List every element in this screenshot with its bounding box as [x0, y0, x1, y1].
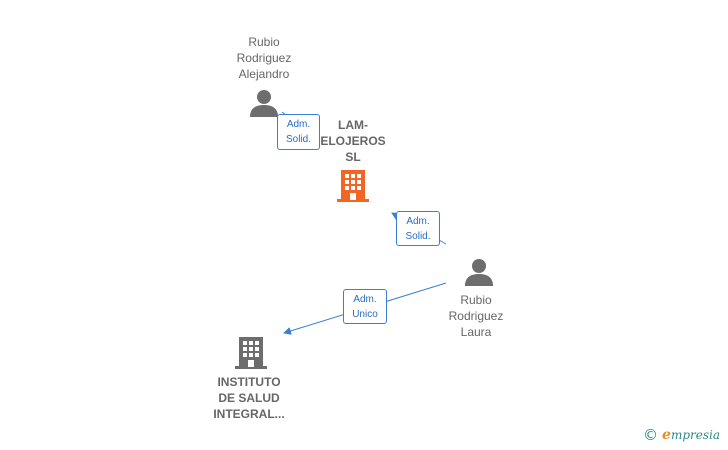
- edge-label-laura-lam[interactable]: Adm. Solid.: [396, 211, 440, 246]
- empresia-watermark: © empresia: [643, 426, 720, 444]
- node-label-alejandro[interactable]: Rubio Rodriguez Alejandro: [236, 35, 292, 81]
- node-label-laura[interactable]: Rubio Rodriguez Laura: [448, 293, 504, 339]
- edge-label-laura-instituto[interactable]: Adm. Unico: [343, 289, 387, 324]
- person-icon[interactable]: [465, 259, 493, 286]
- edge-label-alejandro-lam[interactable]: Adm. Solid.: [277, 114, 320, 150]
- node-label-lam-elojeros[interactable]: LAM- ELOJEROS SL: [320, 118, 386, 164]
- person-icon[interactable]: [250, 90, 278, 117]
- node-label-instituto[interactable]: INSTITUTO DE SALUD INTEGRAL...: [213, 375, 285, 421]
- copyright-icon: ©: [643, 426, 659, 444]
- building-icon[interactable]: [337, 170, 369, 202]
- brand-initial: e: [662, 427, 671, 443]
- brand-name: mpresia: [670, 428, 720, 442]
- building-icon[interactable]: [235, 337, 267, 369]
